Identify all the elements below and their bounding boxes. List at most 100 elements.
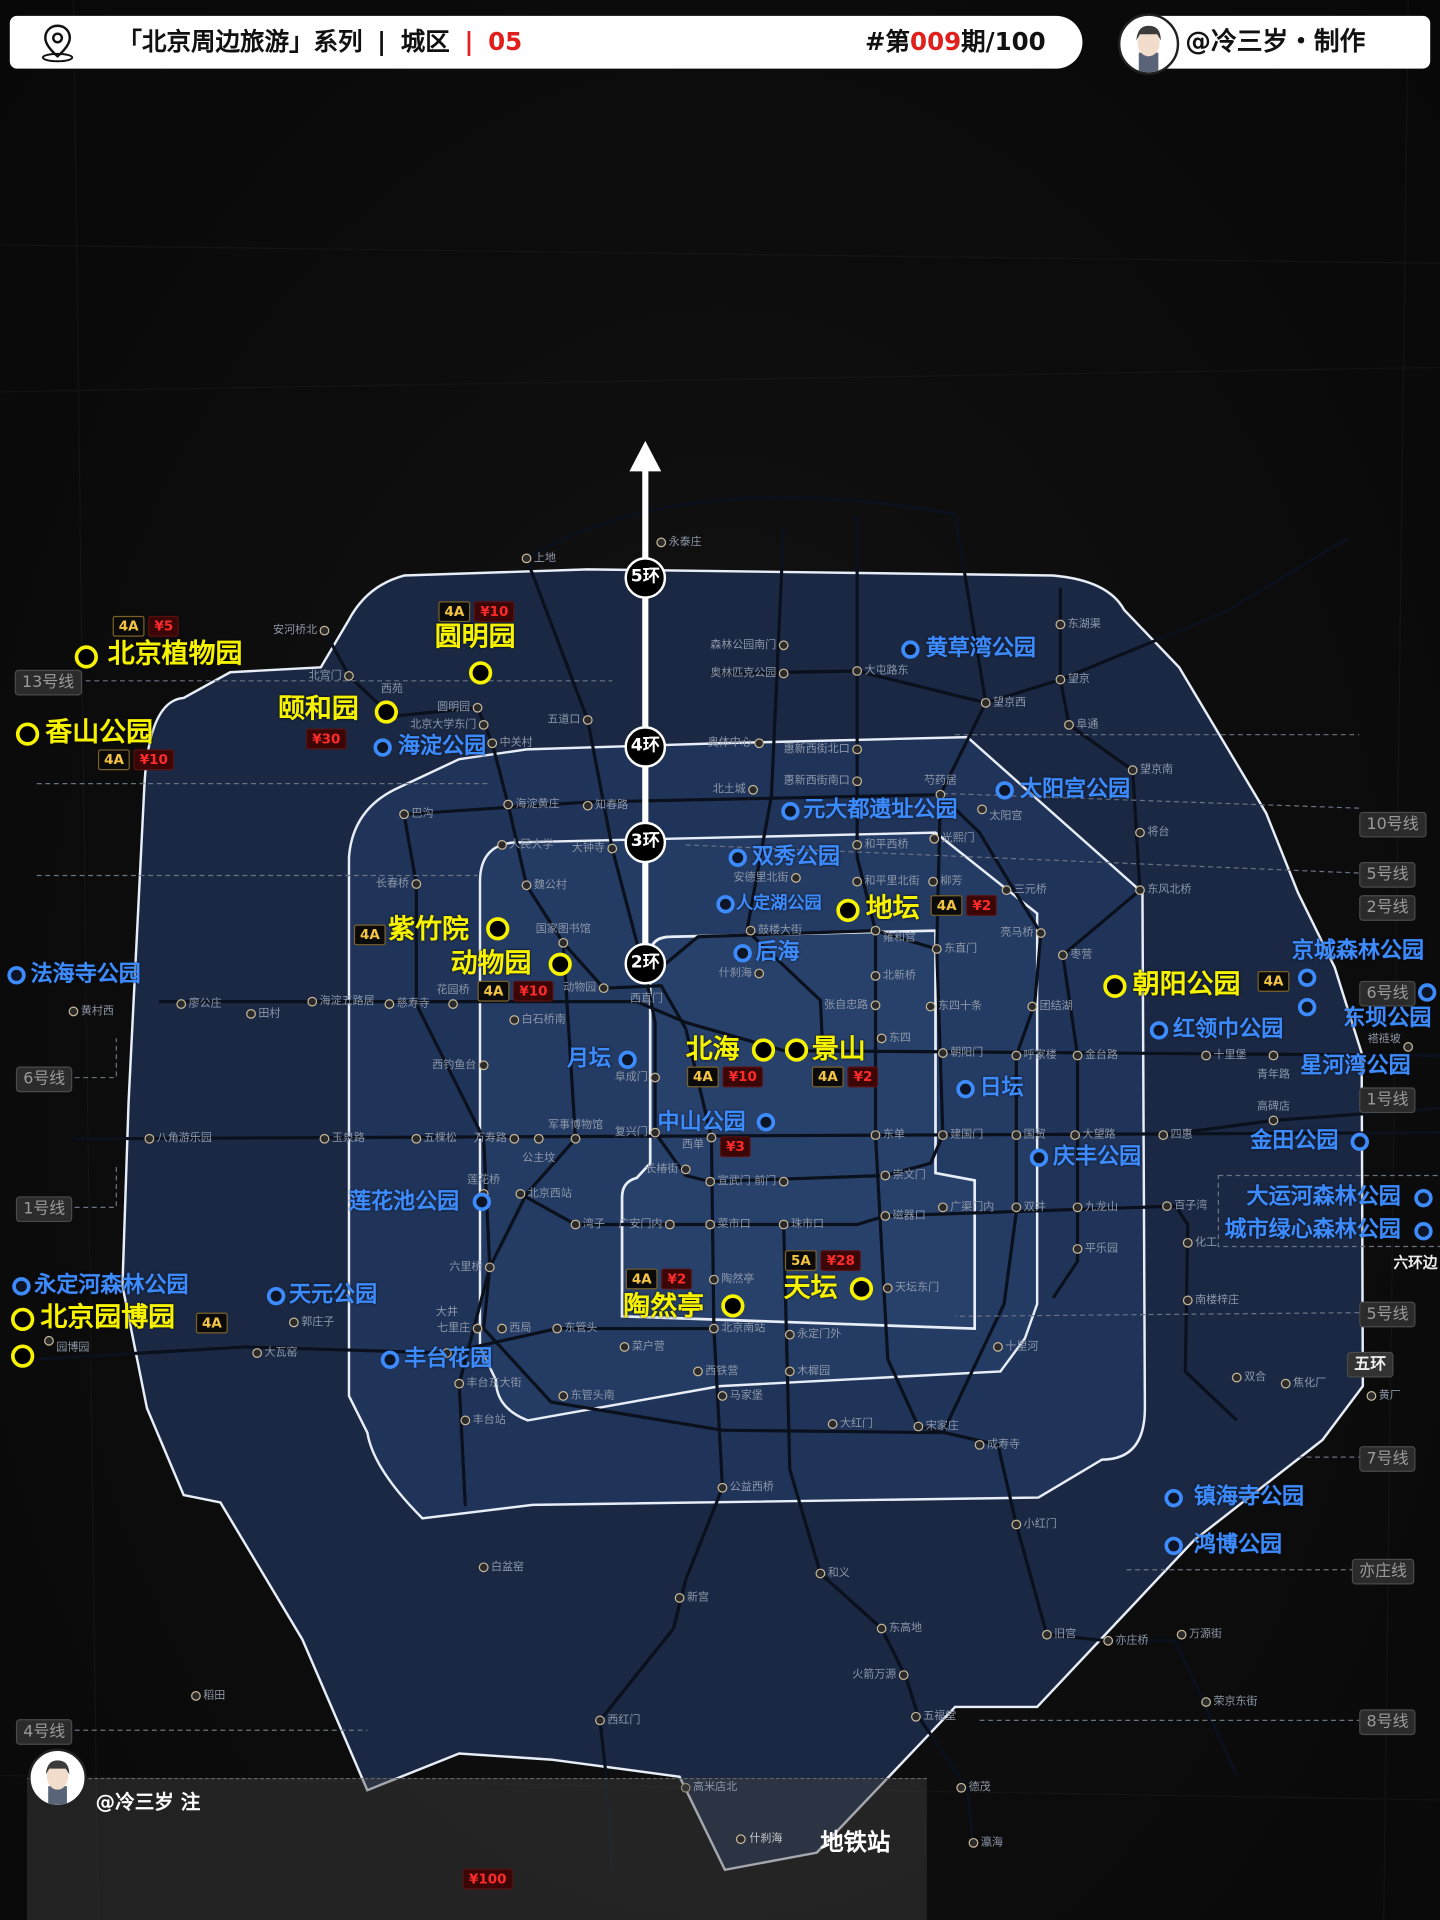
metro-station-marker[interactable] [931, 944, 942, 954]
attraction-label[interactable]: 景山 [811, 1034, 866, 1066]
metro-station-marker[interactable] [570, 1219, 581, 1230]
metro-station-marker[interactable] [968, 1837, 979, 1848]
attraction-label[interactable]: 动物园 [450, 948, 532, 980]
metro-station-marker[interactable] [552, 1323, 563, 1334]
metro-station-marker[interactable] [717, 1391, 728, 1401]
metro-station-marker[interactable] [815, 1568, 826, 1579]
metro-station-marker[interactable] [176, 999, 187, 1009]
metro-station-marker[interactable] [880, 1211, 891, 1221]
metro-station-marker[interactable] [1057, 950, 1068, 961]
attraction-location-marker[interactable] [15, 722, 40, 746]
metro-station-marker[interactable] [876, 1033, 887, 1044]
metro-station-marker[interactable] [1103, 1635, 1114, 1646]
attraction-location-marker[interactable] [849, 1277, 874, 1301]
park-label[interactable]: 庆丰公园 [1053, 1143, 1142, 1170]
park-label[interactable]: 大运河森林公园 [1246, 1184, 1401, 1210]
park-location-marker[interactable] [1164, 1488, 1183, 1508]
attraction-label[interactable]: 香山公园 [45, 717, 154, 749]
metro-station-marker[interactable] [870, 1000, 881, 1011]
metro-station-marker[interactable] [1162, 1201, 1172, 1212]
metro-station-marker[interactable] [570, 1133, 581, 1144]
park-location-marker[interactable] [728, 848, 747, 867]
metro-station-marker[interactable] [1201, 1697, 1212, 1707]
attraction-location-marker[interactable] [374, 700, 398, 724]
attraction-location-marker[interactable] [751, 1038, 776, 1062]
metro-station-marker[interactable] [937, 1130, 948, 1141]
park-location-marker[interactable] [266, 1286, 286, 1306]
attraction-location-marker[interactable] [548, 952, 572, 976]
park-label[interactable]: 日坛 [979, 1075, 1024, 1101]
metro-station-marker[interactable] [487, 738, 498, 749]
park-label[interactable]: 莲花池公园 [348, 1188, 460, 1215]
metro-station-marker[interactable] [708, 1274, 719, 1285]
metro-station-marker[interactable] [411, 1133, 422, 1144]
park-location-marker[interactable] [781, 802, 800, 821]
park-label[interactable]: 黄草湾公园 [925, 635, 1036, 662]
metro-station-marker[interactable] [784, 1329, 795, 1340]
park-label[interactable]: 法海寺公园 [30, 961, 141, 987]
park-label[interactable]: 金田公园 [1250, 1127, 1339, 1154]
attraction-location-marker[interactable] [468, 661, 493, 685]
park-label[interactable]: 丰台花园 [404, 1345, 493, 1372]
metro-station-marker[interactable] [144, 1133, 155, 1144]
attraction-label[interactable]: 北京园博园 [40, 1302, 176, 1334]
metro-station-marker[interactable] [1201, 1050, 1212, 1061]
metro-station-marker[interactable] [754, 968, 765, 979]
attraction-label[interactable]: 北海 [685, 1034, 740, 1066]
park-location-marker[interactable] [1029, 1148, 1049, 1167]
attraction-location-marker[interactable] [11, 1307, 35, 1332]
metro-station-marker[interactable] [1042, 1629, 1052, 1640]
metro-station-marker[interactable] [307, 996, 318, 1007]
metro-station-marker[interactable] [454, 1378, 465, 1389]
park-label[interactable]: 元大都遗址公园 [803, 797, 958, 823]
park-label[interactable]: 鸿博公园 [1193, 1531, 1283, 1558]
park-location-marker[interactable] [1297, 997, 1317, 1017]
park-location-marker[interactable] [472, 1192, 492, 1212]
park-label[interactable]: 京城森林公园 [1291, 937, 1425, 964]
attraction-label[interactable]: 北京植物园 [107, 639, 243, 670]
metro-station-marker[interactable] [778, 640, 789, 651]
metro-station-marker[interactable] [497, 840, 507, 850]
metro-station-marker[interactable] [521, 553, 532, 564]
park-location-marker[interactable] [756, 1113, 776, 1132]
attraction-location-marker[interactable] [784, 1038, 809, 1062]
metro-station-marker[interactable] [680, 1164, 691, 1175]
metro-station-marker[interactable] [754, 738, 765, 749]
metro-station-marker[interactable] [898, 1670, 909, 1681]
metro-station-marker[interactable] [68, 1006, 79, 1017]
metro-station-marker[interactable] [791, 873, 801, 883]
metro-station-marker[interactable] [1158, 1130, 1169, 1141]
metro-station-marker[interactable] [748, 784, 758, 795]
metro-station-marker[interactable] [852, 776, 863, 787]
metro-station-marker[interactable] [497, 1323, 507, 1334]
metro-station-marker[interactable] [1280, 1378, 1291, 1389]
metro-station-marker[interactable] [680, 1782, 691, 1793]
metro-station-marker[interactable] [1268, 1050, 1279, 1061]
metro-station-marker[interactable] [515, 1188, 526, 1199]
park-label[interactable]: 海淀公园 [397, 733, 487, 760]
metro-station-marker[interactable] [664, 1219, 675, 1230]
park-label[interactable]: 天元公园 [288, 1282, 378, 1308]
metro-station-marker[interactable] [705, 1219, 716, 1230]
metro-station-marker[interactable] [656, 537, 667, 548]
park-label[interactable]: 星河湾公园 [1300, 1053, 1411, 1079]
metro-station-marker[interactable] [598, 983, 609, 994]
park-label[interactable]: 永定河森林公园 [34, 1272, 189, 1298]
metro-station-marker[interactable] [1268, 1115, 1279, 1126]
park-label[interactable]: 月坛 [566, 1045, 612, 1072]
metro-station-marker[interactable] [1231, 1372, 1242, 1383]
metro-station-marker[interactable] [1011, 1050, 1022, 1061]
metro-station-marker[interactable] [460, 1415, 471, 1426]
metro-station-marker[interactable] [509, 1133, 520, 1144]
metro-station-marker[interactable] [827, 1419, 838, 1429]
attraction-location-marker[interactable] [486, 917, 510, 941]
park-label[interactable]: 城市绿心森林公园 [1224, 1217, 1401, 1243]
metro-station-marker[interactable] [937, 1202, 948, 1213]
attraction-location-marker[interactable] [1103, 974, 1127, 998]
metro-station-marker[interactable] [852, 666, 863, 676]
metro-station-marker[interactable] [956, 1782, 967, 1793]
metro-station-marker[interactable] [784, 1366, 795, 1377]
metro-station-marker[interactable] [708, 1323, 719, 1334]
metro-station-marker[interactable] [870, 971, 881, 981]
metro-station-marker[interactable] [974, 1440, 985, 1450]
